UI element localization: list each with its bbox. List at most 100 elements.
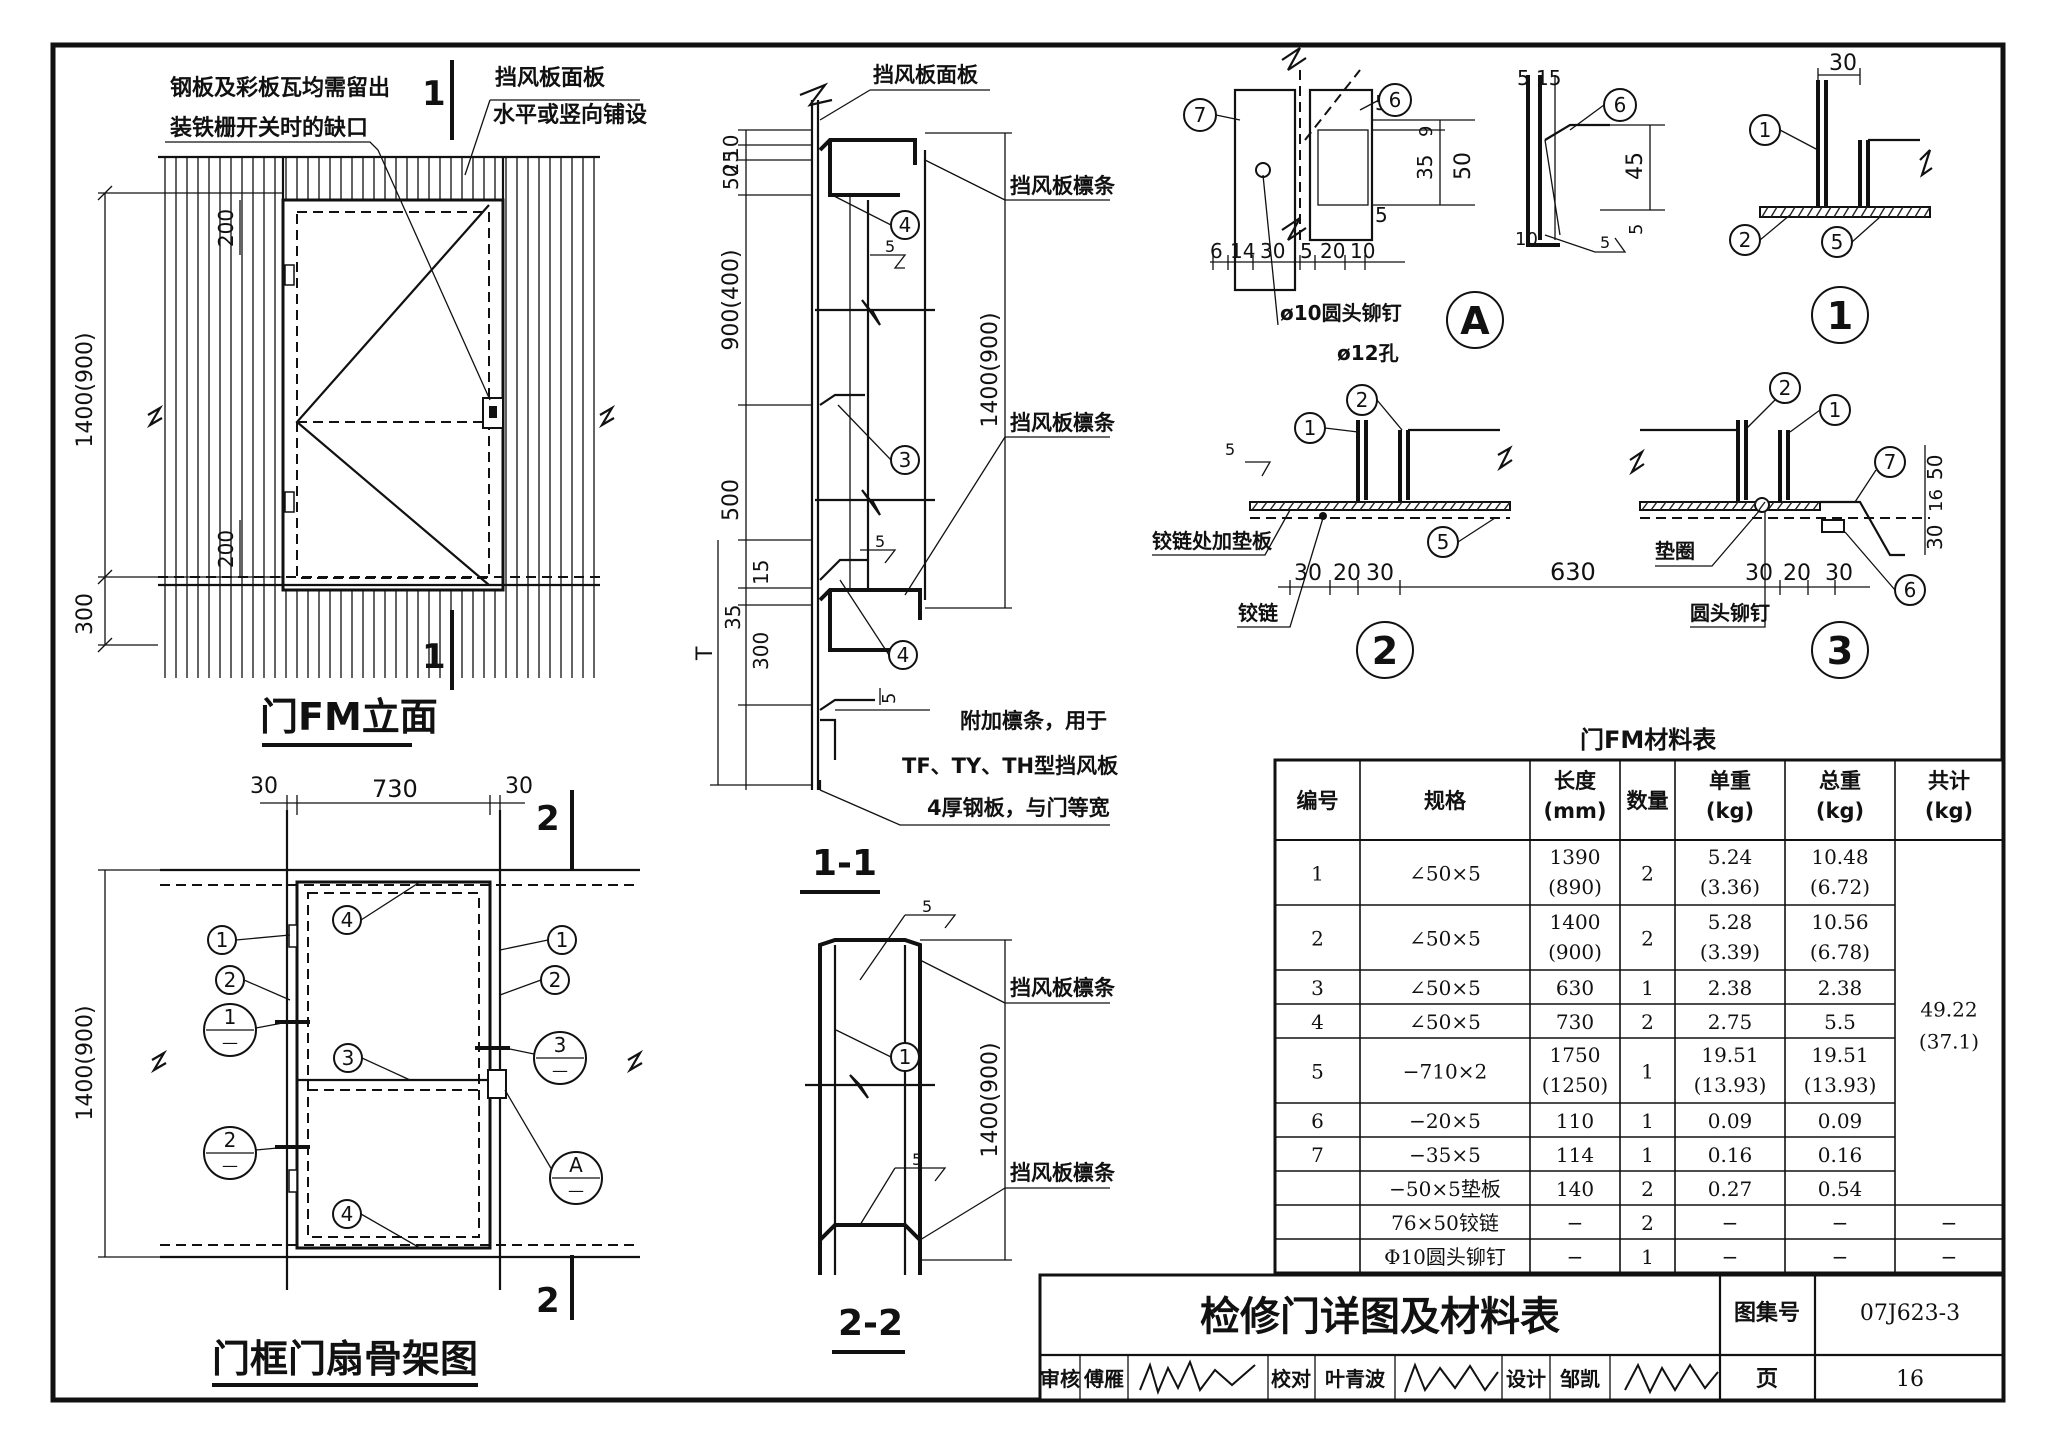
- detailA-dim-5-bottom: 5: [1375, 203, 1388, 227]
- table-cell-r6-c2: 114: [1556, 1143, 1594, 1167]
- detail-A-side: 5 15 45 5 10 6 5: [1515, 66, 1665, 253]
- cladding-hatch: [164, 157, 595, 678]
- detailA-dim-50: 50: [1451, 152, 1476, 180]
- svg-text:4: 4: [899, 213, 912, 237]
- table-header-6: 共计: [1928, 769, 1970, 793]
- table-header-2: 长度: [1554, 769, 1596, 793]
- svg-text:2: 2: [549, 968, 562, 992]
- table-cell-r3-c2: 730: [1556, 1010, 1594, 1034]
- table-header-4: (kg): [1706, 799, 1754, 823]
- table-cell-r7-c3: 2: [1641, 1177, 1654, 1201]
- table-cell-r1-c5: 10.56: [1811, 910, 1868, 934]
- table-cell-r1-c1: ∠50×5: [1409, 927, 1481, 951]
- detailA-dim-bottom-0: 6: [1210, 239, 1223, 263]
- table-cell-r6-c1: −35×5: [1409, 1143, 1481, 1167]
- table-header-5: 总重: [1819, 769, 1861, 793]
- table-cell-r9-c6: −: [1941, 1245, 1958, 1269]
- table-cell-r7-c1: −50×5垫板: [1389, 1177, 1501, 1201]
- svg-text:3: 3: [554, 1033, 567, 1057]
- elevation-view: 1400(900) 300 200 200 钢板及彩板瓦均需留出 装铁栅开关时的…: [73, 60, 647, 747]
- elev-dim-height: 1400(900): [73, 332, 98, 447]
- s11-dim-900: 900(400): [719, 249, 744, 350]
- detailA-dim-bottom-2: 30: [1260, 239, 1285, 263]
- svg-text:—: —: [222, 1156, 238, 1175]
- table-cell-r2-c0: 3: [1311, 976, 1324, 1000]
- detail2-label-pad: 铰链处加垫板: [1152, 529, 1273, 553]
- detail3-mark: 3: [1827, 629, 1853, 673]
- titleblock-title: 检修门详图及材料表: [1200, 1294, 1560, 1340]
- detail3-callout-2: 2: [1744, 372, 1801, 431]
- svg-text:2: 2: [224, 968, 237, 992]
- svg-text:6: 6: [1614, 93, 1627, 117]
- table-cell-r9-c2: −: [1567, 1245, 1584, 1269]
- detailAside-dim-10: 10: [1515, 229, 1538, 250]
- s22-weld-5-top: 5: [922, 897, 932, 916]
- s11-note-3: 4厚钢板，与门等宽: [927, 796, 1110, 820]
- designer-signature: [1624, 1362, 1719, 1395]
- table-cell-r3-c4: 2.75: [1708, 1010, 1753, 1034]
- section-1-1: 10 25 50 900(400) 500 15 35 300 T 5 1400…: [693, 63, 1119, 894]
- detail2-dim-30a: 30: [1294, 561, 1322, 586]
- table-cell-r7-c5: 0.54: [1818, 1177, 1863, 1201]
- table-cell-r0-c4: (3.36): [1700, 875, 1760, 899]
- table-cell-r1-c4: 5.28: [1708, 910, 1753, 934]
- table-cell-r8-c4: −: [1722, 1211, 1739, 1235]
- s11-callout-4-top: 4: [831, 194, 920, 240]
- table-cell-r0-c1: ∠50×5: [1409, 862, 1481, 886]
- reviewer-signature: [1139, 1359, 1256, 1395]
- table-cell-r4-c4: (13.93): [1694, 1073, 1767, 1097]
- detail2-callout-5: 5: [1427, 517, 1496, 558]
- detail2-dim-20: 20: [1333, 561, 1361, 586]
- svg-text:6: 6: [1904, 578, 1917, 602]
- table-cell-r5-c0: 6: [1311, 1109, 1324, 1133]
- frame-callout-3: 3: [333, 1043, 411, 1081]
- s11-dim-35: 35: [721, 605, 745, 630]
- table-cell-r0-c3: 2: [1641, 862, 1654, 886]
- table-cell-r3-c0: 4: [1311, 1010, 1324, 1034]
- elev-section-mark-top: 1: [422, 74, 446, 114]
- table-cell-r2-c2: 630: [1556, 976, 1594, 1000]
- table-cell-r4-c2: (1250): [1542, 1073, 1609, 1097]
- table-cell-r6-c4: 0.16: [1708, 1143, 1753, 1167]
- svg-text:6: 6: [1389, 88, 1402, 112]
- section-2-2: 1400(900) 挡风板檩条 挡风板檩条 1 5 5 2-2: [805, 897, 1116, 1354]
- svg-text:—: —: [222, 1033, 238, 1052]
- sheet-border: [50, 42, 2006, 1403]
- titleblock-design-label: 设计: [1506, 1367, 1546, 1391]
- table-cell-r8-c5: −: [1832, 1211, 1849, 1235]
- titleblock-atlas-no: 07J623-3: [1860, 1301, 1960, 1326]
- table-cell-r5-c4: 0.09: [1708, 1109, 1753, 1133]
- table-cell-r9-c3: 1: [1641, 1245, 1654, 1269]
- section-2-2-title: 2-2: [838, 1303, 903, 1344]
- table-header-2: (mm): [1544, 799, 1607, 823]
- detail3-dim-30: 30: [1923, 525, 1947, 550]
- elev-note-right-2: 水平或竖向铺设: [493, 102, 647, 128]
- table-cell-r2-c3: 1: [1641, 976, 1654, 1000]
- s22-label-top: 挡风板檩条: [1010, 976, 1116, 1000]
- table-cell-r6-c0: 7: [1311, 1143, 1324, 1167]
- table-header-3: 数量: [1627, 789, 1669, 813]
- frame-callout-1-left: 1: [207, 925, 291, 955]
- table-header-0: 编号: [1297, 789, 1339, 813]
- table-cell-r9-c4: −: [1722, 1245, 1739, 1269]
- detail3-dim-16: 16: [1926, 489, 1947, 512]
- table-cell-r1-c5: (6.78): [1810, 940, 1870, 964]
- svg-text:4: 4: [341, 908, 354, 932]
- detailA-dim-bottom-3: 5: [1300, 239, 1313, 263]
- table-grand-total: 49.22: [1920, 998, 1977, 1022]
- table-header-1: 规格: [1424, 789, 1467, 813]
- table-title: 门FM材料表: [1580, 726, 1717, 754]
- detailA-hole: ø12孔: [1337, 341, 1399, 365]
- detailAside-callout-6: 6: [1569, 88, 1637, 131]
- svg-text:—: —: [568, 1181, 584, 1200]
- table-header-5: (kg): [1816, 799, 1864, 823]
- frame-dim-30-right: 30: [505, 774, 533, 799]
- s11-note-2: TF、TY、TH型挡风板: [902, 754, 1119, 778]
- table-cell-r2-c1: ∠50×5: [1409, 976, 1481, 1000]
- svg-text:3: 3: [342, 1046, 355, 1070]
- detail1-hatch: [1761, 206, 1931, 218]
- frame-dim-30-left: 30: [250, 774, 278, 799]
- frame-callout-2-right: 2: [499, 965, 570, 996]
